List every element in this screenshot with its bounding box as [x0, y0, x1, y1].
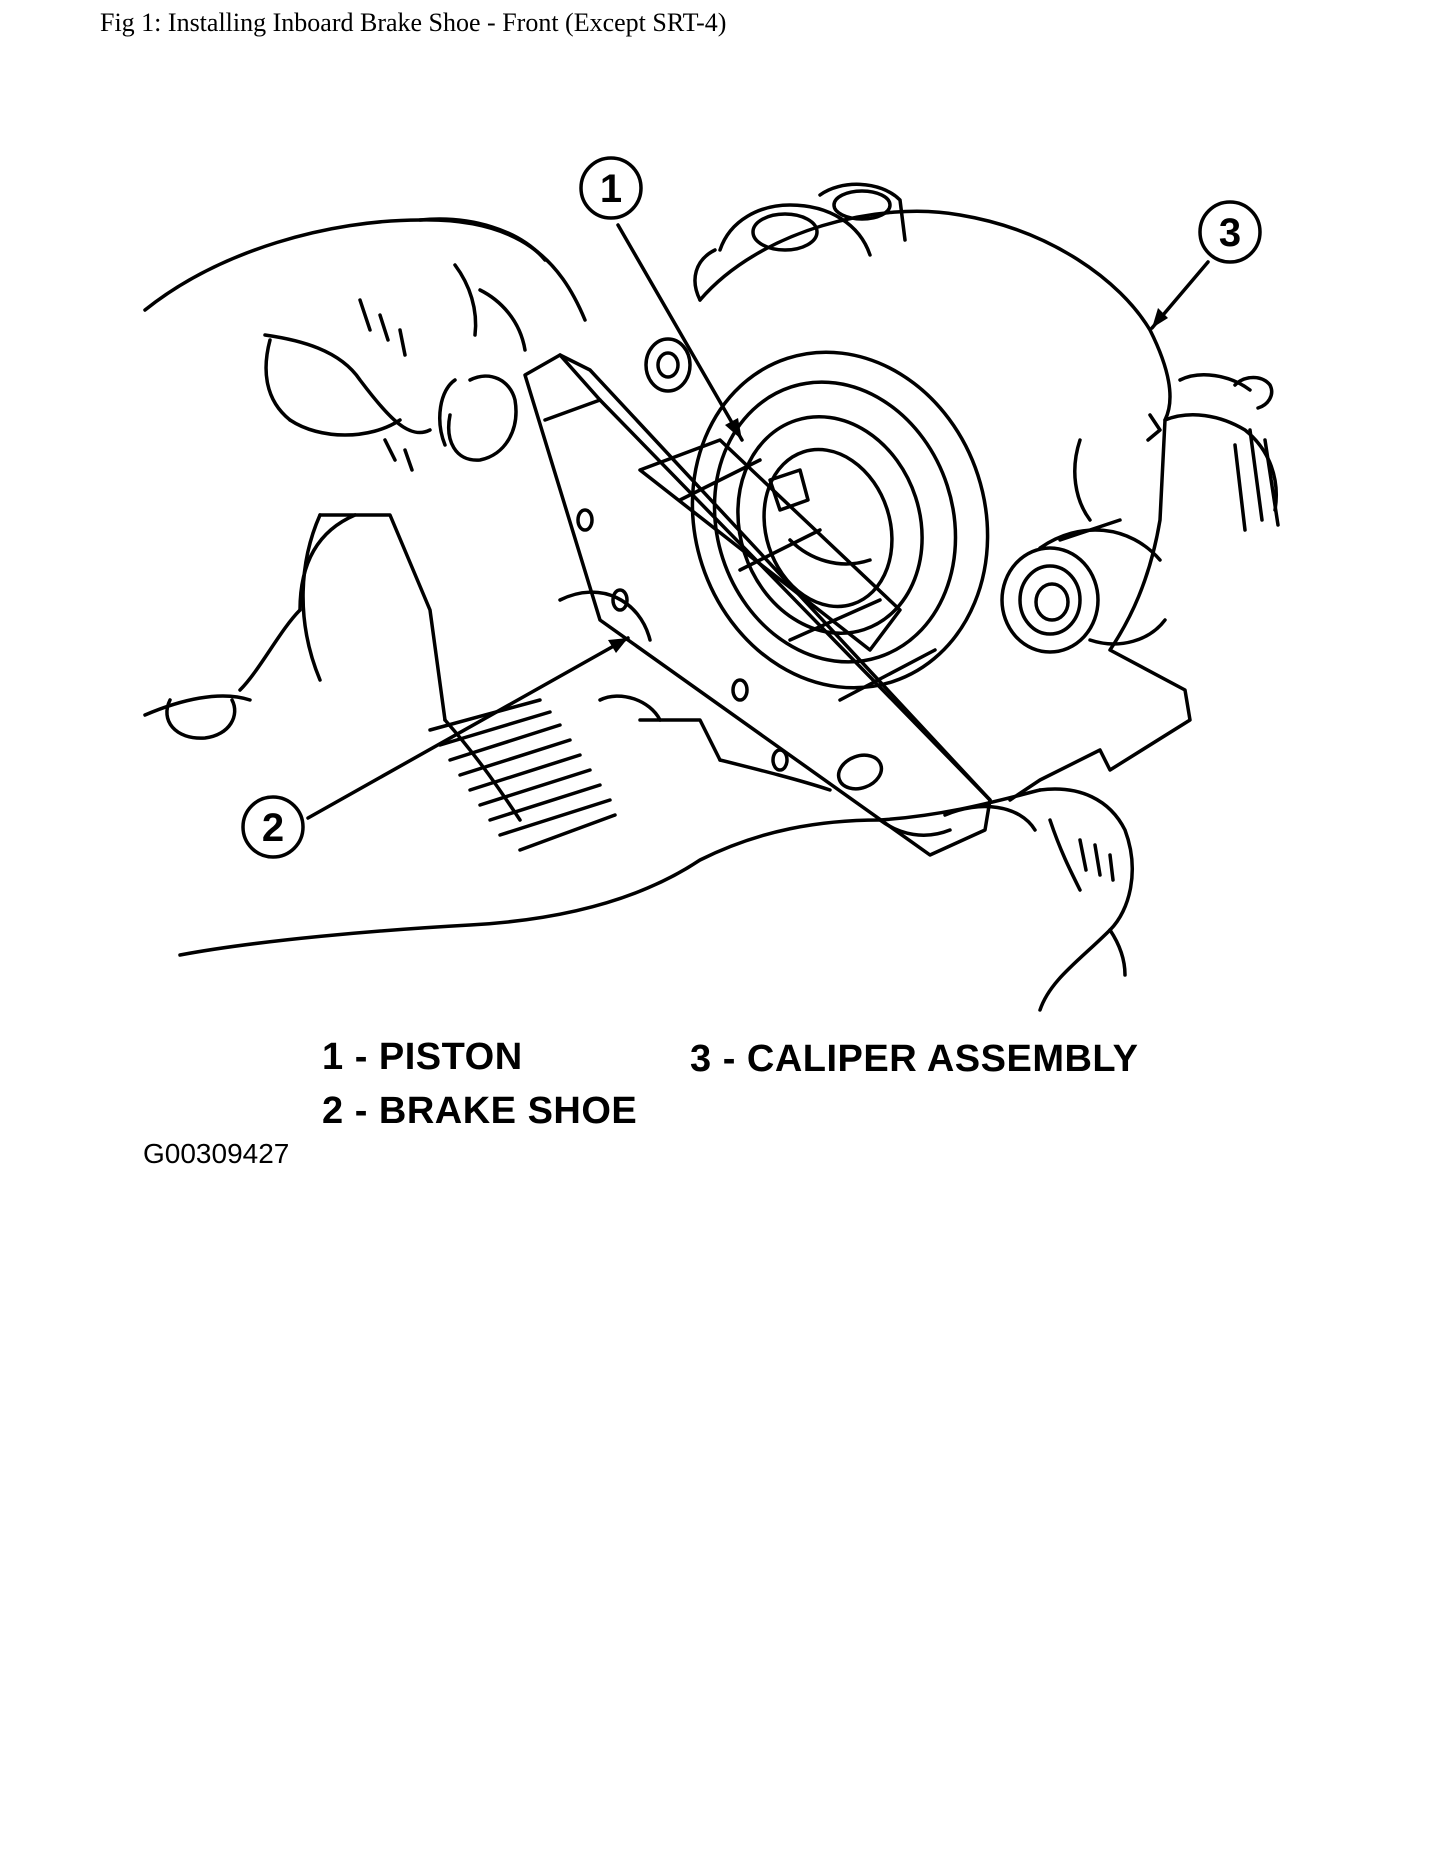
- callout-1-number: 1: [600, 167, 622, 211]
- figure-id: G00309427: [143, 1138, 290, 1169]
- upper-hand-drawing: [143, 217, 587, 472]
- brake-shoe-illustration: 1 2 3: [143, 156, 1280, 1012]
- legend-piston: 1 - PISTON: [322, 1036, 523, 1078]
- callout-3-number: 3: [1219, 211, 1241, 255]
- legend-caliper-assembly: 3 - CALIPER ASSEMBLY: [690, 1038, 1139, 1080]
- brake-shoe-drawing: [523, 353, 992, 857]
- callout-1-leader: [616, 223, 744, 442]
- figure-title: Fig 1: Installing Inboard Brake Shoe - F…: [100, 8, 727, 37]
- callout-2-number: 2: [262, 806, 284, 850]
- caliper-assembly-drawing: [644, 182, 1280, 802]
- lower-hand-drawing: [143, 513, 1134, 1012]
- callout-3-circle: [1198, 200, 1262, 264]
- callout-arrowheads: [608, 308, 1168, 653]
- callout-1-circle: [579, 156, 643, 220]
- legend-brake-shoe: 2 - BRAKE SHOE: [322, 1090, 638, 1132]
- callout-2-leader: [306, 636, 630, 820]
- callout-2-circle: [241, 795, 305, 859]
- callout-markers: [241, 156, 1262, 859]
